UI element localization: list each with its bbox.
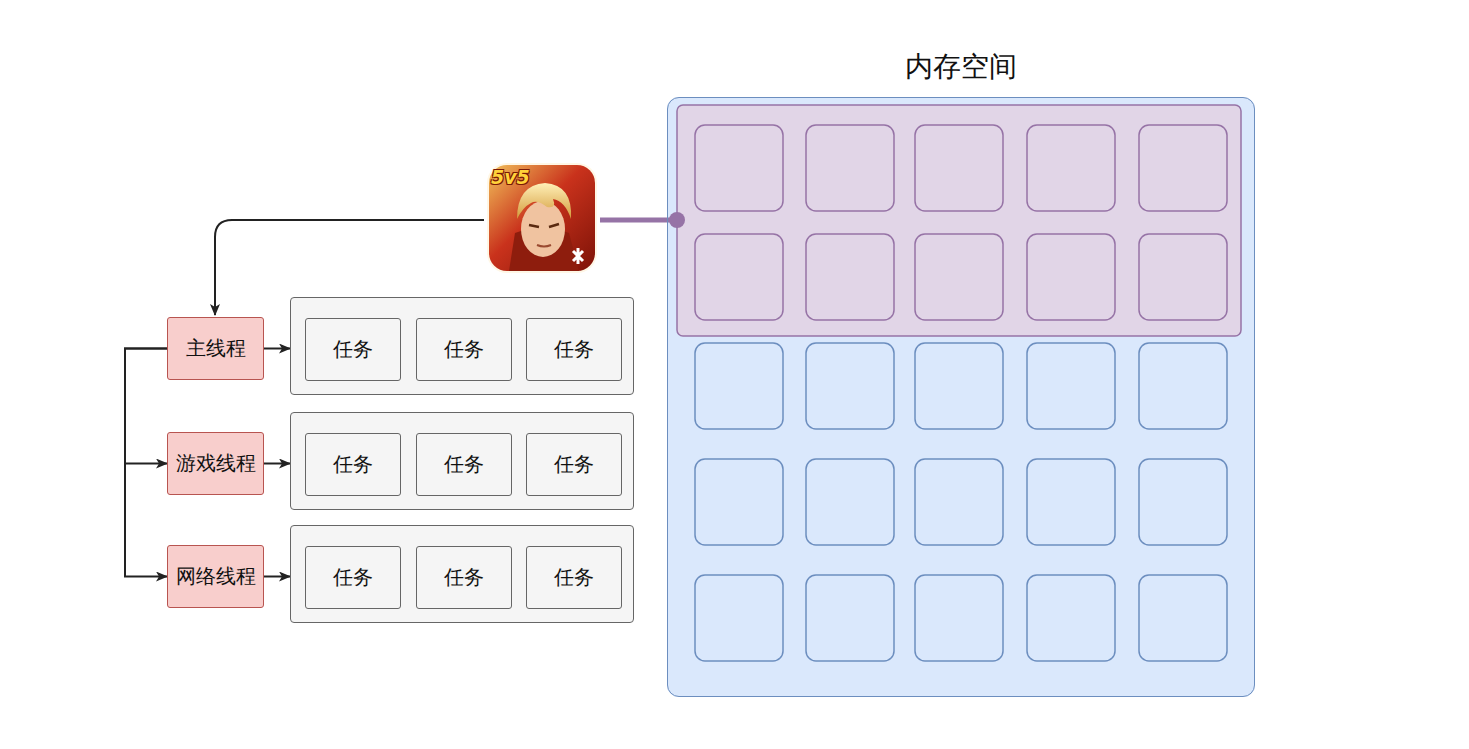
memory-cell — [695, 343, 783, 429]
memory-cell — [806, 459, 894, 545]
task-label: 任务 — [554, 564, 594, 591]
task-label: 任务 — [333, 451, 373, 478]
memory-cell — [1027, 234, 1115, 320]
memory-cell — [1139, 343, 1227, 429]
memory-space-panel — [667, 97, 1255, 697]
flow-arrow — [264, 576, 290, 578]
memory-cell — [1139, 459, 1227, 545]
memory-cell — [1027, 575, 1115, 661]
memory-link-line — [600, 218, 677, 223]
task-queue: 任务 任务 任务 — [290, 297, 634, 395]
memory-cell — [1139, 234, 1227, 320]
task-box: 任务 — [416, 318, 512, 381]
flow-arrow — [264, 463, 290, 465]
thread-box: 主线程 — [167, 317, 264, 380]
memory-cell — [806, 575, 894, 661]
memory-cell — [1027, 125, 1115, 211]
task-label: 任务 — [333, 564, 373, 591]
icon-logo-text: 5v5 — [491, 166, 530, 188]
memory-cells — [695, 125, 1227, 661]
game-app-icon — [487, 163, 597, 273]
thread-box: 网络线程 — [167, 545, 264, 608]
task-box: 任务 — [305, 546, 401, 609]
game-memory-region — [677, 105, 1241, 336]
memory-title: 内存空间 — [668, 48, 1254, 86]
flow-arrow — [125, 349, 167, 577]
task-label: 任务 — [444, 336, 484, 363]
thread-label: 主线程 — [186, 335, 246, 362]
memory-cell — [1139, 125, 1227, 211]
task-box: 任务 — [526, 546, 622, 609]
memory-cell — [915, 459, 1003, 545]
memory-cell — [695, 234, 783, 320]
memory-cell — [806, 125, 894, 211]
task-box: 任务 — [305, 433, 401, 496]
flow-arrow — [264, 348, 290, 350]
thread-label: 网络线程 — [176, 563, 256, 590]
memory-link-dot — [669, 212, 685, 228]
memory-cell — [915, 575, 1003, 661]
task-label: 任务 — [333, 336, 373, 363]
memory-cell — [1027, 343, 1115, 429]
flow-arrow — [125, 349, 167, 464]
task-label: 任务 — [554, 336, 594, 363]
task-label: 任务 — [444, 451, 484, 478]
memory-space: 内存空间 — [667, 97, 1255, 697]
memory-cell — [1027, 459, 1115, 545]
memory-cell — [806, 343, 894, 429]
task-label: 任务 — [444, 564, 484, 591]
thread-label: 游戏线程 — [176, 450, 256, 477]
memory-cell — [806, 234, 894, 320]
memory-cell — [1139, 575, 1227, 661]
task-queue: 任务 任务 任务 — [290, 525, 634, 623]
memory-cell — [695, 459, 783, 545]
memory-cell — [915, 125, 1003, 211]
task-label: 任务 — [554, 451, 594, 478]
task-box: 任务 — [526, 318, 622, 381]
memory-cell — [695, 575, 783, 661]
memory-cell — [915, 343, 1003, 429]
memory-cell — [695, 125, 783, 211]
task-box: 任务 — [526, 433, 622, 496]
memory-cell — [915, 234, 1003, 320]
task-queue: 任务 任务 任务 — [290, 412, 634, 510]
task-box: 任务 — [416, 546, 512, 609]
task-box: 任务 — [416, 433, 512, 496]
task-box: 任务 — [305, 318, 401, 381]
thread-box: 游戏线程 — [167, 432, 264, 495]
